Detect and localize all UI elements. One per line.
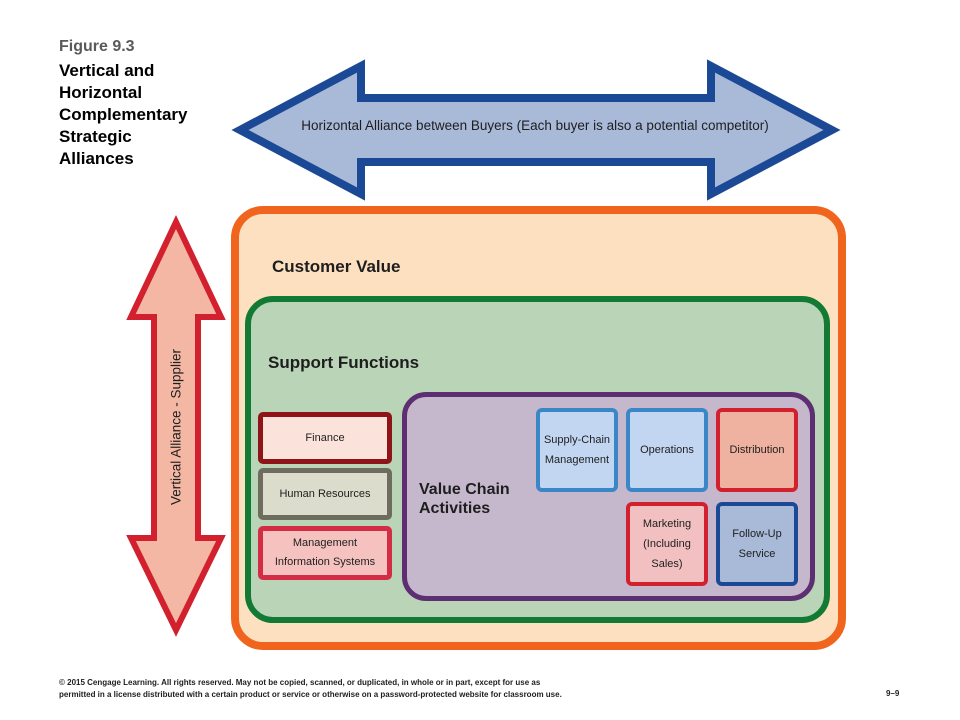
figure-number: Figure 9.3 <box>59 38 135 55</box>
figure-title-line: Complementary <box>59 105 188 124</box>
horizontal-alliance-arrow <box>231 59 841 201</box>
value-chain-label-line: Value Chain <box>419 481 510 498</box>
supply-chain-management-box: Supply-Chain Management <box>536 408 618 492</box>
marketing-label-line: Marketing <box>642 518 692 530</box>
mis-label-line: Information Systems <box>274 556 376 568</box>
vertical-alliance-arrow <box>126 214 226 637</box>
finance-box: Finance <box>258 412 392 464</box>
value-chain-label-line: Activities <box>419 500 491 517</box>
distribution-box: Distribution <box>716 408 798 492</box>
figure-title-line: Horizontal <box>59 83 143 102</box>
supply-chain-label-line: Management <box>544 454 610 466</box>
value-chain-label: Value Chain Activities <box>419 480 510 518</box>
follow-up-service-box: Follow-Up Service <box>716 502 798 586</box>
figure-title-line: Alliances <box>59 149 134 168</box>
copyright-footer: © 2015 Cengage Learning. All rights rese… <box>59 677 699 701</box>
vertical-alliance-label: Vertical Alliance - Supplier <box>168 348 184 506</box>
operations-box: Operations <box>626 408 708 492</box>
figure-title-line: Strategic <box>59 127 132 146</box>
horizontal-alliance-label: Horizontal Alliance between Buyers (Each… <box>301 118 769 133</box>
figure-title-line: Vertical and <box>59 61 155 80</box>
human-resources-box: Human Resources <box>258 468 392 520</box>
customer-value-label: Customer Value <box>272 257 401 276</box>
copyright-line: permitted in a license distributed with … <box>59 690 562 699</box>
follow-up-label-line: Follow-Up <box>732 528 782 540</box>
management-information-systems-box: Management Information Systems <box>258 526 392 580</box>
copyright-line: © 2015 Cengage Learning. All rights rese… <box>59 678 541 687</box>
support-functions-label: Support Functions <box>268 353 420 372</box>
distribution-label: Distribution <box>729 444 785 456</box>
marketing-label-line: (Including <box>643 538 691 550</box>
figure-title: Vertical and Horizontal Complementary St… <box>59 60 219 170</box>
marketing-label-line: Sales) <box>651 558 683 570</box>
mis-label-line: Management <box>292 537 358 549</box>
operations-label: Operations <box>640 444 694 456</box>
marketing-box: Marketing (Including Sales) <box>626 502 708 586</box>
page-number: 9–9 <box>886 689 900 698</box>
human-resources-label: Human Resources <box>279 487 371 500</box>
finance-label: Finance <box>305 431 345 444</box>
follow-up-label-line: Service <box>738 548 776 560</box>
supply-chain-label-line: Supply-Chain <box>543 434 611 446</box>
